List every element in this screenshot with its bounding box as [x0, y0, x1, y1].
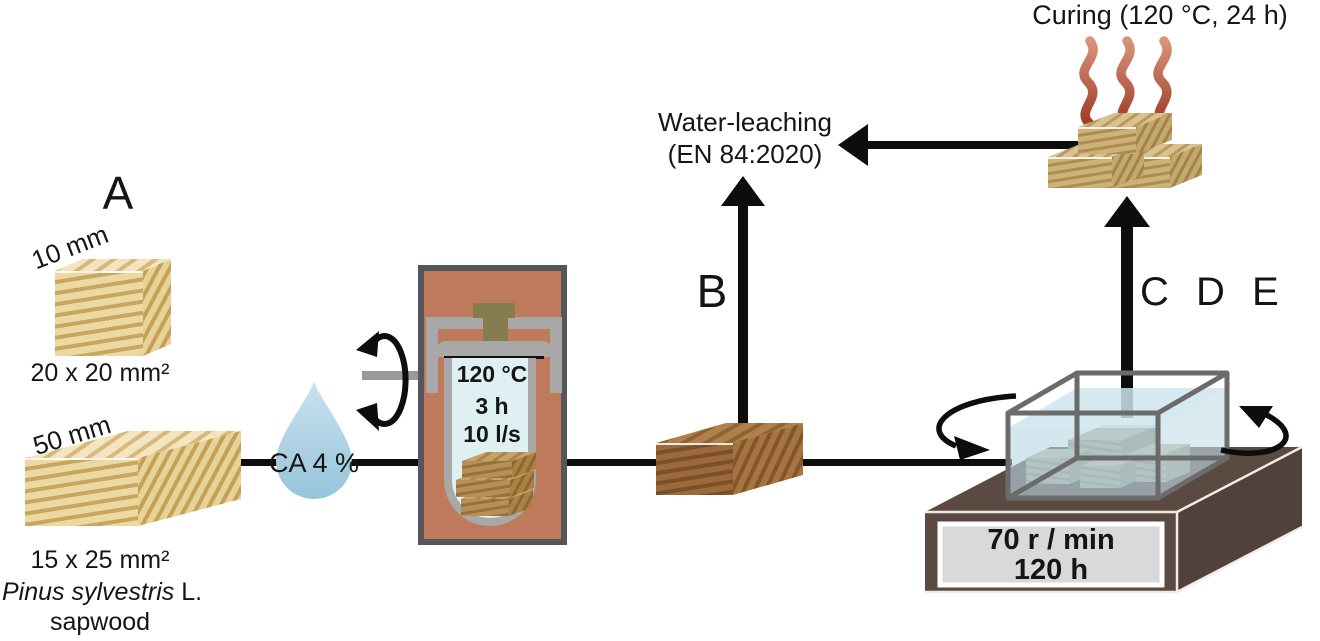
reactor-bracket-left: [426, 317, 438, 393]
leaching-title: Water-leaching: [658, 107, 832, 137]
shaker-tank: [1005, 370, 1230, 501]
tank-frame: [1005, 370, 1230, 501]
vessel-lid-seal: [444, 356, 544, 359]
species-suffix: L.: [174, 578, 203, 606]
curing-title: Curing (120 °C, 24 h): [1032, 0, 1288, 30]
sample-stick-front-face: [25, 458, 138, 526]
curing-to-leaching-arrow-head: [838, 124, 868, 166]
arrow-b-head: [721, 176, 765, 206]
sample-group-label: A: [102, 167, 134, 219]
process-flow-line: [238, 459, 1012, 466]
reactor-rate: 10 l/s: [463, 421, 521, 447]
shaker-plate: [937, 521, 1165, 588]
leaching-standard: (EN 84:2020): [667, 139, 823, 169]
vessel-wood-front-face: [456, 480, 510, 497]
sample-cube-side-face: [143, 259, 171, 356]
reactor-temperature: 120 °C: [456, 361, 528, 387]
shaker-rotation-arrow-right-icon: [1220, 406, 1289, 456]
species-line2: sapwood: [49, 608, 151, 636]
arrow-b-shaft: [738, 200, 748, 445]
reactor-bracket-right: [550, 317, 562, 393]
species-name: Pinus sylvestris L.: [2, 578, 202, 607]
stirrer-rod: [362, 371, 424, 380]
stick-cross-section-label: 15 x 25 mm²: [30, 546, 170, 574]
vessel-wood-front-face: [462, 461, 512, 478]
species-italic: Pinus sylvestris: [2, 578, 175, 606]
shaker-duration: 120 h: [1013, 554, 1089, 586]
curing-to-leaching-arrow-shaft: [864, 141, 1084, 149]
rotation-arrow-icon: [356, 331, 409, 431]
arrow-b-label: B: [696, 265, 728, 317]
vessel-wood-top-face: [462, 452, 536, 461]
droplet-icon: [276, 381, 352, 499]
vessel-lid: [436, 341, 552, 357]
heat-waves-icon: [1079, 36, 1196, 128]
cube-cross-section-label: 20 x 20 mm²: [30, 359, 170, 387]
cured-stack-front-face: [1078, 127, 1136, 154]
arrow-cde-label: C D E: [1140, 270, 1287, 314]
sample-cube-front-face: [55, 271, 143, 356]
reactor-duration: 3 h: [475, 393, 509, 419]
cured-stack-front-face: [1048, 157, 1112, 188]
droplet-label: CA 4 %: [268, 448, 360, 478]
shaker-speed: 70 r / min: [987, 524, 1115, 556]
vessel-wood-front-face: [461, 499, 509, 516]
arrow-cde-head: [1104, 196, 1150, 227]
reactor-knob-top: [473, 303, 515, 318]
sample-cube-top-face: [55, 259, 171, 271]
treated-block-front-face: [656, 443, 733, 495]
tank-water: [1008, 388, 1227, 498]
shaker-rotation-arrow-left-icon: [936, 393, 1017, 460]
arrow-cde-shaft: [1121, 222, 1133, 418]
reactor-knob-stem: [483, 318, 508, 345]
